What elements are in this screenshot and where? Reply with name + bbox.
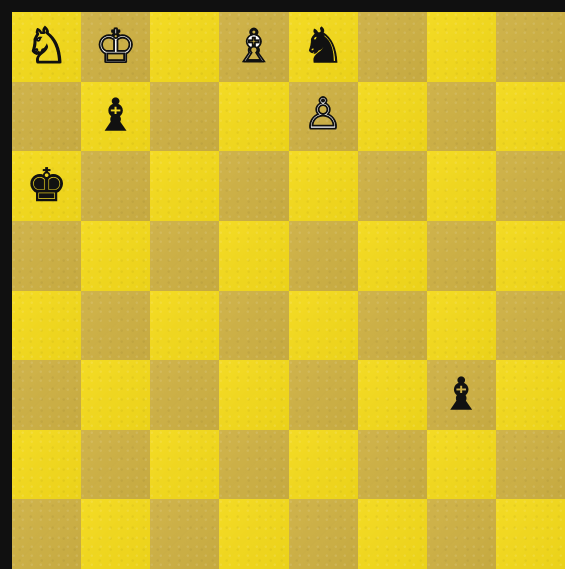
square-e1[interactable] (289, 499, 358, 569)
square-b3[interactable] (81, 360, 150, 430)
square-c8[interactable] (150, 12, 219, 82)
square-c5[interactable] (150, 221, 219, 291)
square-h1[interactable] (496, 499, 565, 569)
white-bishop-icon[interactable]: ♗ (234, 23, 274, 68)
square-f7[interactable] (358, 82, 427, 152)
square-b7[interactable]: ♝ (81, 82, 150, 152)
square-h8[interactable] (496, 12, 565, 82)
square-a6[interactable]: ♚ (12, 151, 81, 221)
white-king-icon[interactable]: ♔ (95, 23, 136, 69)
square-e6[interactable] (289, 151, 358, 221)
square-d1[interactable] (219, 499, 288, 569)
square-a5[interactable] (12, 221, 81, 291)
square-d8[interactable]: ♗ (219, 12, 288, 82)
square-g5[interactable] (427, 221, 496, 291)
square-e5[interactable] (289, 221, 358, 291)
square-c3[interactable] (150, 360, 219, 430)
square-c6[interactable] (150, 151, 219, 221)
square-g3[interactable]: ♝ (427, 360, 496, 430)
square-c4[interactable] (150, 291, 219, 361)
square-e8[interactable]: ♞ (289, 12, 358, 82)
square-f8[interactable] (358, 12, 427, 82)
square-c2[interactable] (150, 430, 219, 500)
square-a1[interactable] (12, 499, 81, 569)
square-h5[interactable] (496, 221, 565, 291)
square-d5[interactable] (219, 221, 288, 291)
square-a4[interactable] (12, 291, 81, 361)
square-e7[interactable]: ♙ (289, 82, 358, 152)
square-h7[interactable] (496, 82, 565, 152)
black-knight-icon[interactable]: ♞ (301, 21, 345, 70)
square-f2[interactable] (358, 430, 427, 500)
square-e4[interactable] (289, 291, 358, 361)
square-f5[interactable] (358, 221, 427, 291)
square-a7[interactable] (12, 82, 81, 152)
square-b4[interactable] (81, 291, 150, 361)
black-bishop-icon[interactable]: ♝ (96, 93, 136, 138)
chess-board[interactable]: ♘ ♔ ♗ ♞ ♝ ♙ ♚ ♝ (12, 12, 565, 569)
square-d7[interactable] (219, 82, 288, 152)
white-pawn-icon[interactable]: ♙ (304, 94, 343, 137)
square-d6[interactable] (219, 151, 288, 221)
square-h3[interactable] (496, 360, 565, 430)
square-c7[interactable] (150, 82, 219, 152)
square-h2[interactable] (496, 430, 565, 500)
square-g6[interactable] (427, 151, 496, 221)
square-a3[interactable] (12, 360, 81, 430)
square-b6[interactable] (81, 151, 150, 221)
square-h6[interactable] (496, 151, 565, 221)
square-d2[interactable] (219, 430, 288, 500)
square-b1[interactable] (81, 499, 150, 569)
square-g7[interactable] (427, 82, 496, 152)
square-a8[interactable]: ♘ (12, 12, 81, 82)
square-b8[interactable]: ♔ (81, 12, 150, 82)
square-h4[interactable] (496, 291, 565, 361)
square-g4[interactable] (427, 291, 496, 361)
square-e2[interactable] (289, 430, 358, 500)
square-e3[interactable] (289, 360, 358, 430)
square-g8[interactable] (427, 12, 496, 82)
black-bishop-icon[interactable]: ♝ (441, 372, 481, 417)
square-a2[interactable] (12, 430, 81, 500)
square-c1[interactable] (150, 499, 219, 569)
square-f6[interactable] (358, 151, 427, 221)
black-king-icon[interactable]: ♚ (26, 162, 67, 208)
white-knight-icon[interactable]: ♘ (25, 21, 69, 70)
square-g2[interactable] (427, 430, 496, 500)
square-d4[interactable] (219, 291, 288, 361)
square-b5[interactable] (81, 221, 150, 291)
square-g1[interactable] (427, 499, 496, 569)
square-f3[interactable] (358, 360, 427, 430)
square-d3[interactable] (219, 360, 288, 430)
square-f4[interactable] (358, 291, 427, 361)
square-b2[interactable] (81, 430, 150, 500)
square-f1[interactable] (358, 499, 427, 569)
